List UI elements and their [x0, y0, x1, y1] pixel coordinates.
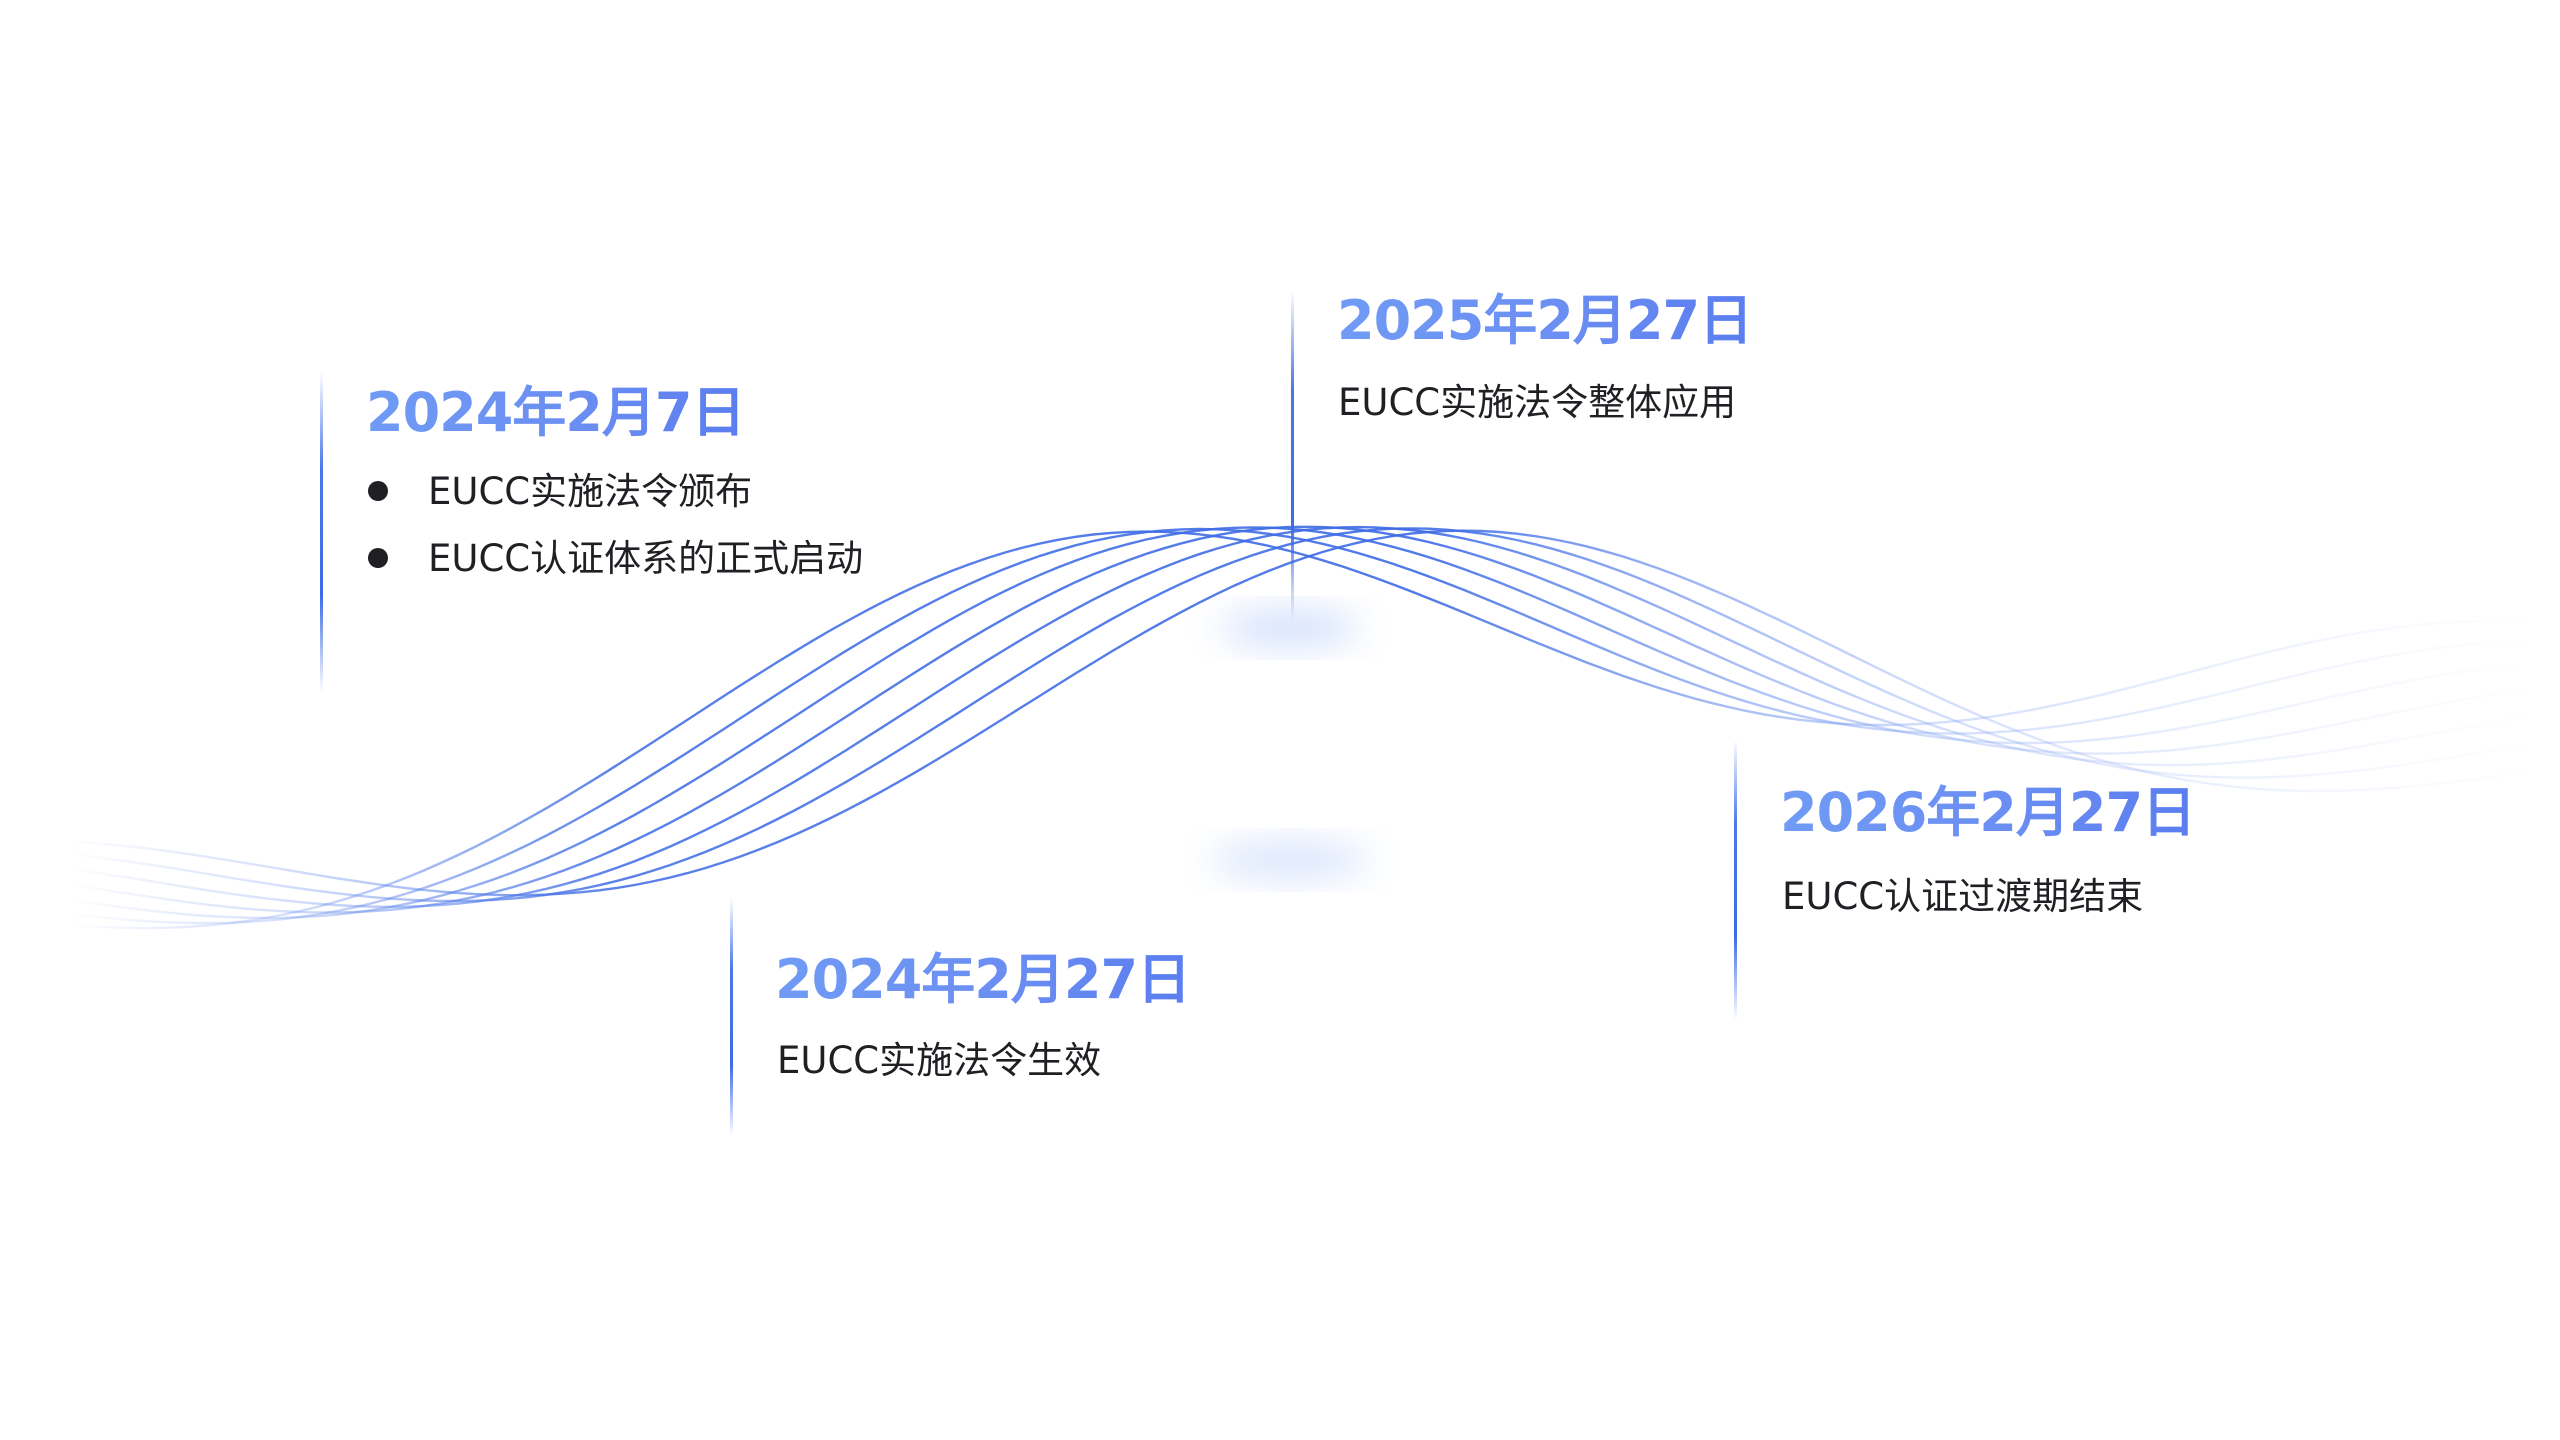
bullet-text: EUCC实施法令颁布 [428, 470, 753, 513]
wave-glow [1210, 612, 1370, 876]
milestone-description: EUCC实施法令生效 [777, 1039, 1102, 1082]
milestone-date: 2026年2月27日 [1780, 768, 2196, 847]
bullet-item: EUCC实施法令颁布 [368, 466, 863, 533]
bullet-text: EUCC认证体系的正式启动 [428, 537, 864, 580]
wave-line [68, 527, 2542, 925]
bullet-item: EUCC认证体系的正式启动 [368, 533, 863, 600]
milestone-connector-line [1291, 290, 1294, 620]
milestone-connector-line [320, 372, 323, 692]
wave-lines [68, 525, 2542, 930]
milestone-date: 2024年2月27日 [775, 935, 1191, 1014]
milestone-connector-line [1734, 740, 1737, 1020]
milestone-connector-line [730, 898, 733, 1136]
milestone-description: EUCC实施法令整体应用 [1338, 381, 1737, 424]
wave-line [68, 526, 2542, 920]
bullet-dot-icon [368, 548, 388, 568]
bullet-dot-icon [368, 481, 388, 501]
wave-line [68, 530, 2542, 930]
milestone-description: EUCC认证过渡期结束 [1782, 875, 2144, 918]
milestone-date: 2025年2月27日 [1337, 276, 1753, 355]
wave-line [68, 525, 2542, 914]
milestone-date: 2024年2月7日 [366, 368, 745, 447]
milestone-bullet-list: EUCC实施法令颁布 EUCC认证体系的正式启动 [368, 466, 863, 600]
